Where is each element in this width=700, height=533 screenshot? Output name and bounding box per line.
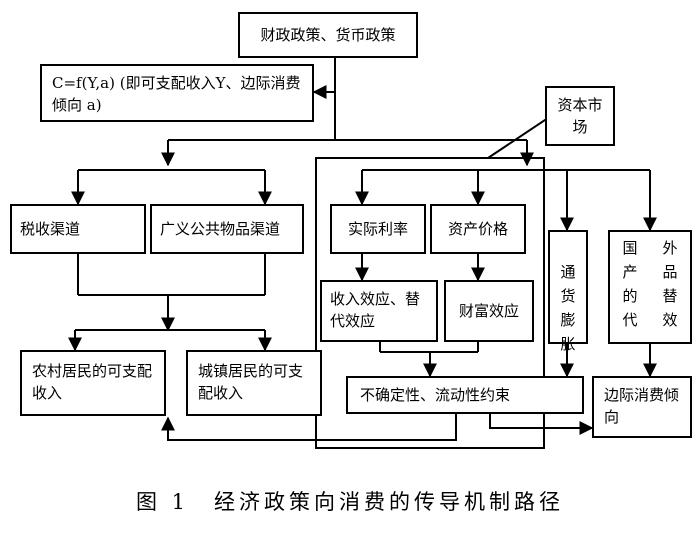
capital-market-frame (315, 157, 545, 449)
public-goods-channel-box: 广义公共物品渠道 (150, 204, 304, 254)
urban-income-text: 城镇居民的可支配收入 (198, 362, 304, 402)
tax-channel-text: 税收渠道 (20, 220, 81, 238)
capital-market-text: 资本市场 (557, 96, 603, 136)
income-substitution-box: 收入效应、替代效应 (320, 280, 438, 342)
wealth-effect-text: 财富效应 (458, 302, 519, 320)
figure-caption: 图 1 经济政策向消费的传导机制路径 (135, 490, 565, 514)
inflation-box: 通 货 膨 胀 (548, 230, 588, 353)
asset-price-box: 资产价格 (430, 204, 526, 254)
foreign-substitution-box: 国 产 的 代 外 品 替 效 (608, 230, 692, 344)
rural-income-box: 农村居民的可支配收入 (20, 350, 166, 416)
public-goods-channel-text: 广义公共物品渠道 (160, 220, 281, 238)
arrow-uncertainty-to-income (161, 414, 457, 441)
urban-income-box: 城镇居民的可支配收入 (186, 350, 322, 416)
tax-channel-box: 税收渠道 (10, 204, 146, 254)
foreign-substitution-text-a: 国 产 的 代 (622, 239, 638, 329)
arrow-uncertainty-to-mpc (489, 414, 594, 435)
uncertainty-liquidity-box: 不确定性、流动性约束 (346, 376, 584, 414)
policy-box: 财政政策、货币政策 (238, 12, 418, 58)
uncertainty-liquidity-text: 不确定性、流动性约束 (360, 386, 511, 404)
real-interest-rate-box: 实际利率 (330, 204, 426, 254)
foreign-substitution-text-b: 外 品 替 效 (662, 239, 678, 329)
income-substitution-text: 收入效应、替代效应 (330, 290, 421, 330)
wealth-effect-box: 财富效应 (444, 280, 534, 342)
capital-market-box: 资本市场 (545, 86, 615, 146)
consumption-function-box: C=f(Y,a) (即可支配收入Y、边际消费倾向 a) (40, 64, 314, 122)
marginal-propensity-text: 边际消费倾向 (604, 386, 680, 426)
policy-text: 财政政策、货币政策 (260, 26, 396, 44)
inflation-text: 通 货 膨 胀 (560, 263, 576, 353)
rural-income-text: 农村居民的可支配收入 (32, 362, 153, 402)
consumption-function-text: C=f(Y,a) (即可支配收入Y、边际消费倾向 a) (52, 74, 301, 114)
asset-price-text: 资产价格 (447, 220, 508, 238)
marginal-propensity-box: 边际消费倾向 (592, 376, 692, 438)
real-interest-rate-text: 实际利率 (347, 220, 408, 238)
